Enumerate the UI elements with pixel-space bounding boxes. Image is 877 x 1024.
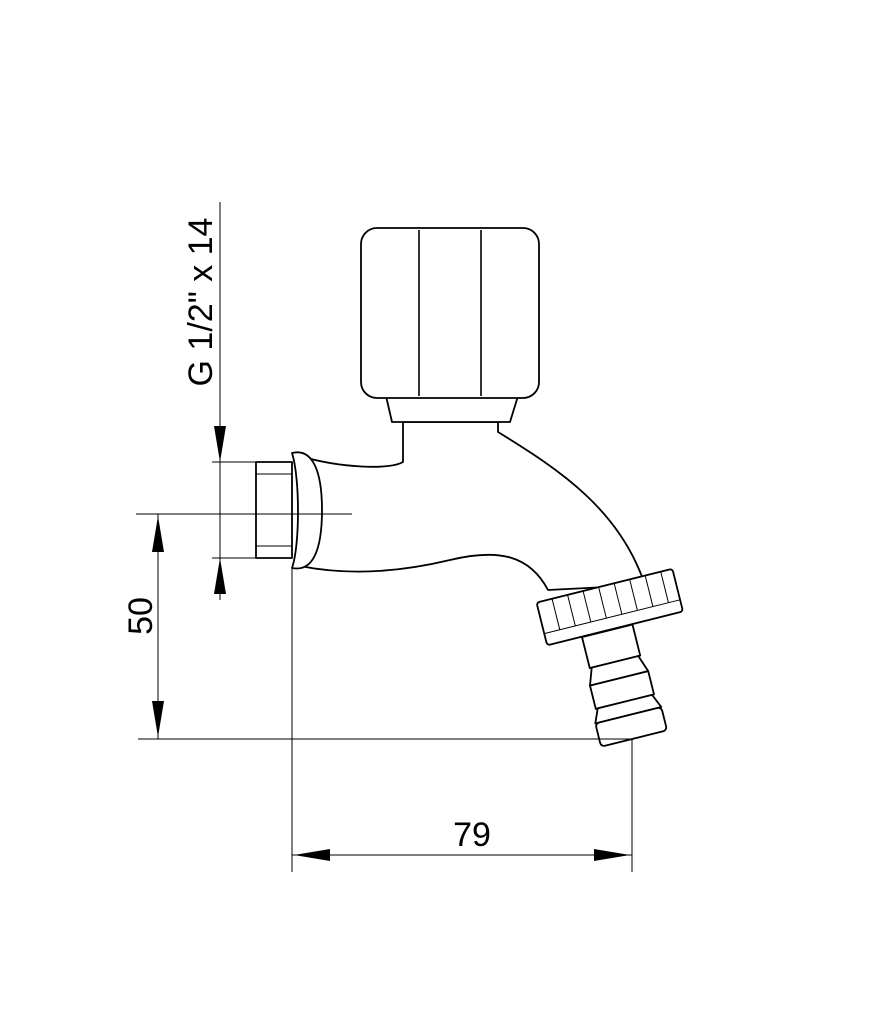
width-dimension-label: 79 (453, 816, 491, 854)
knurled-nut (536, 568, 684, 646)
wall-flange (291, 451, 323, 570)
thread-arrow-top (214, 426, 226, 462)
thread-arrow-bottom (214, 558, 226, 594)
height-dimension-label: 50 (122, 597, 160, 635)
spout-body (299, 421, 646, 591)
height-arrow-bottom (152, 701, 164, 737)
faucet-body (255, 227, 684, 747)
threaded-stub (255, 461, 293, 559)
width-dimension: 79 (291, 568, 633, 872)
thread-dimension: G 1/2" x 14 (182, 202, 292, 600)
width-arrow-right (594, 849, 630, 861)
handle-knob (360, 227, 540, 399)
hose-connector (581, 623, 668, 747)
height-arrow-top (152, 516, 164, 552)
width-arrow-left (294, 849, 330, 861)
valve-collar (385, 395, 519, 423)
thread-dimension-label: G 1/2" x 14 (182, 218, 220, 387)
height-dimension: 50 (122, 513, 632, 740)
